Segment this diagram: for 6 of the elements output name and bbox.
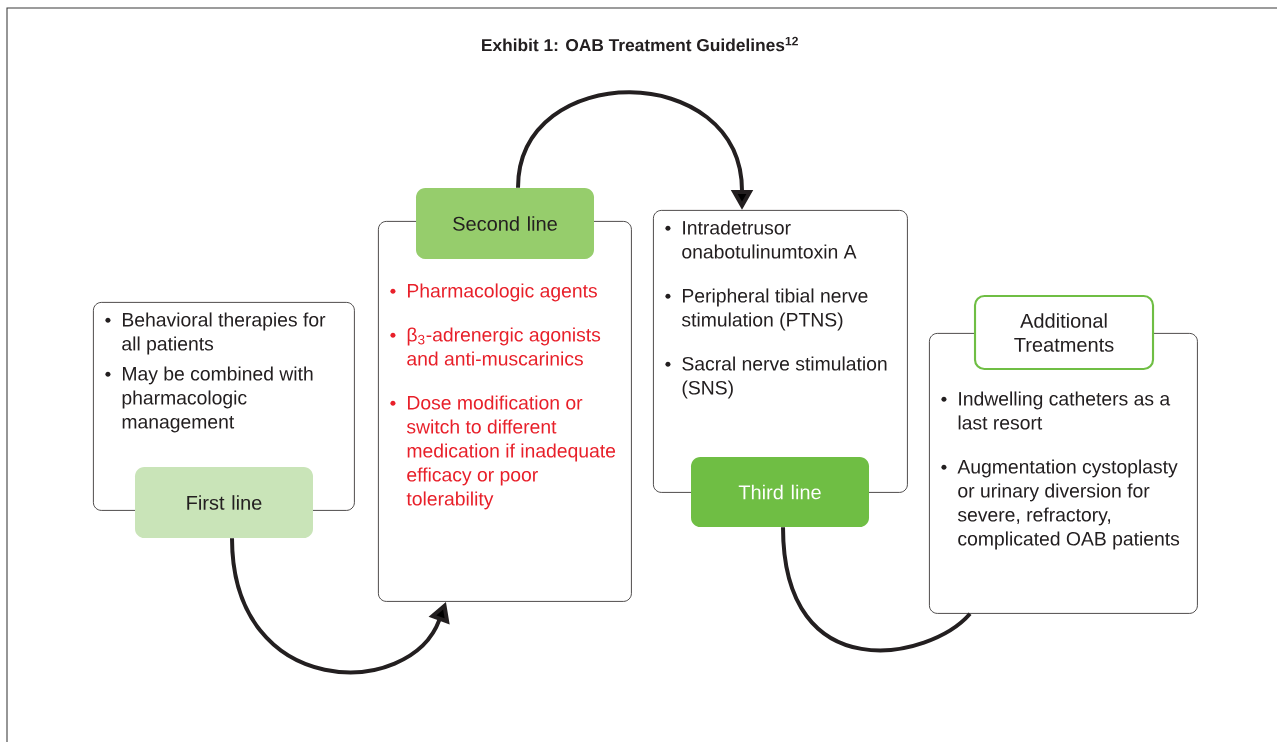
curved-arrow xyxy=(230,538,450,675)
stage-tab: Additional Treatments xyxy=(973,294,1155,371)
stage-tab: First line xyxy=(135,467,313,538)
title: Exhibit 1: OAB Treatment Guidelines$^{12}$ xyxy=(482,36,798,52)
stage-tab: Second line xyxy=(416,188,594,259)
stage-tab: Third line xyxy=(691,457,869,527)
